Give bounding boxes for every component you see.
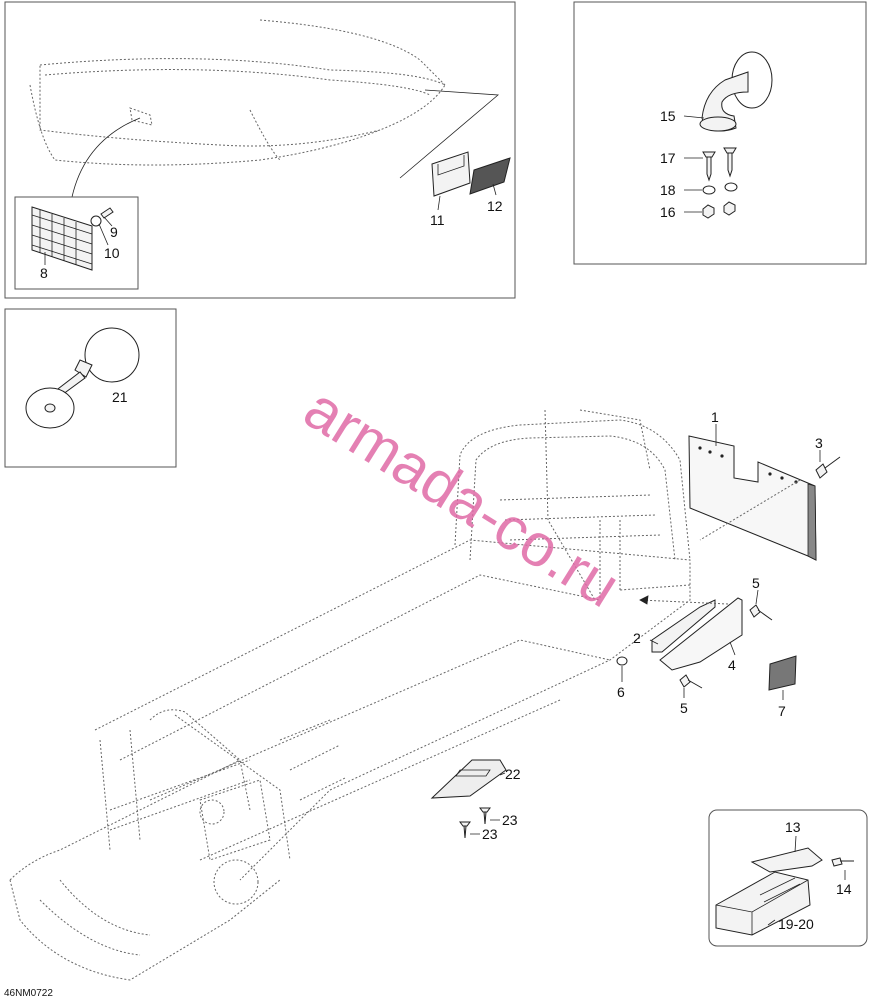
callout-5a: 5 — [752, 575, 760, 591]
inset-bumper-pad — [708, 809, 868, 947]
reflector-7 — [768, 655, 797, 691]
reflector-12 — [469, 157, 511, 195]
washer-6 — [616, 656, 628, 666]
callout-15: 15 — [660, 108, 676, 124]
washer-10 — [90, 215, 102, 227]
nut-16a — [702, 204, 715, 219]
mud-guard-4 — [659, 597, 743, 671]
screw-9 — [100, 207, 114, 219]
callout-11: 11 — [430, 212, 445, 228]
screw-17a — [702, 151, 716, 182]
screw-23b — [459, 821, 471, 839]
rivet-14 — [831, 857, 854, 867]
reflector-8 — [31, 206, 93, 271]
callout-6: 6 — [617, 684, 625, 700]
callout-17: 17 — [660, 150, 676, 166]
washer-18b — [724, 182, 738, 192]
callout-18: 18 — [660, 182, 676, 198]
deflector-22 — [430, 759, 507, 799]
callout-2: 2 — [633, 630, 641, 646]
callout-5b: 5 — [680, 700, 688, 716]
support-2 — [651, 599, 716, 653]
inset-horn — [4, 308, 177, 468]
callout-14: 14 — [836, 881, 852, 897]
screw-17b — [723, 147, 737, 178]
bracket-11 — [431, 151, 471, 197]
callout-9: 9 — [110, 224, 118, 240]
pad-19-20 — [715, 871, 811, 936]
callout-8: 8 — [40, 265, 48, 281]
callout-21: 21 — [112, 389, 128, 405]
snow-flap-1 — [688, 435, 817, 561]
callout-16: 16 — [660, 204, 676, 220]
callout-19-20: 19-20 — [778, 916, 814, 932]
nut-16b — [723, 201, 736, 216]
rivet-3 — [815, 456, 841, 479]
inset-mirror — [573, 1, 867, 265]
bracket-13 — [750, 847, 823, 873]
rear-parts — [430, 424, 841, 839]
inset-hood-reflector — [4, 1, 516, 299]
horn-bulb — [84, 327, 140, 383]
chassis-frame — [9, 409, 691, 981]
mirror-15 — [701, 71, 749, 132]
callout-1: 1 — [711, 409, 719, 425]
callout-3: 3 — [815, 435, 823, 451]
callouts: 1 2 3 4 5 5 6 7 8 9 10 11 12 13 14 15 16… — [40, 108, 852, 932]
screw-23a — [479, 807, 491, 825]
callout-22: 22 — [505, 766, 521, 782]
washer-18a — [702, 185, 716, 195]
callout-13: 13 — [785, 819, 801, 835]
drawing-code: 46NM0722 — [4, 988, 53, 999]
callout-12: 12 — [487, 198, 503, 214]
callout-23a: 23 — [502, 812, 518, 828]
callout-4: 4 — [728, 657, 736, 673]
callout-7: 7 — [778, 703, 786, 719]
rivet-5a — [749, 604, 773, 621]
callout-23b: 23 — [482, 826, 498, 842]
rivet-5b — [679, 674, 703, 689]
callout-10: 10 — [104, 245, 120, 261]
